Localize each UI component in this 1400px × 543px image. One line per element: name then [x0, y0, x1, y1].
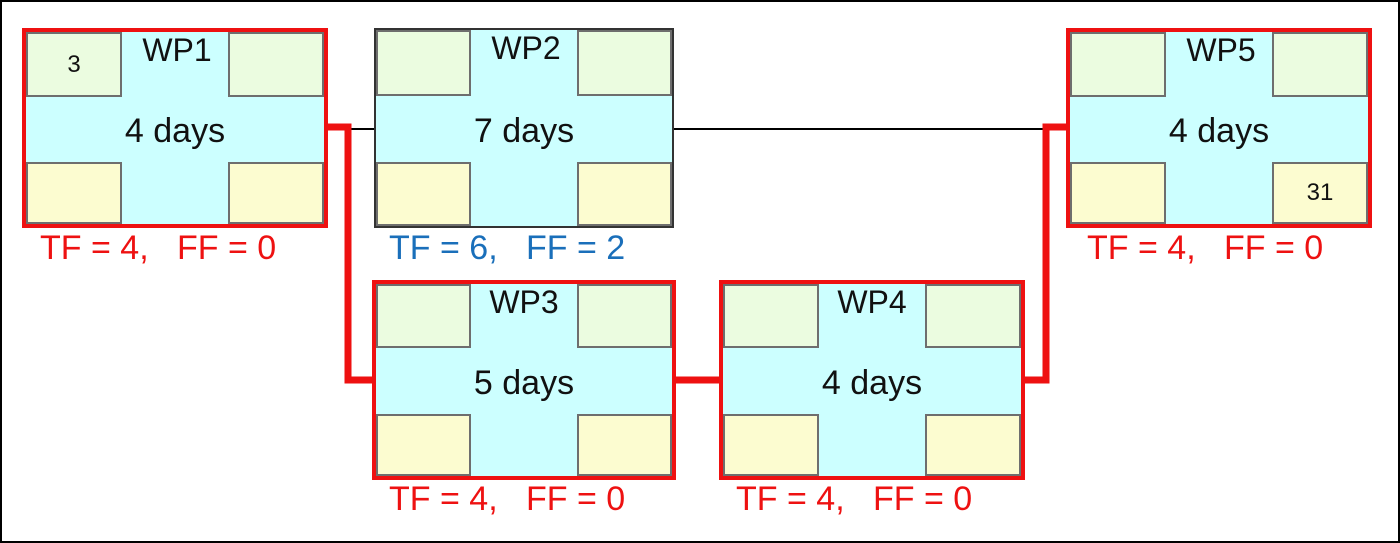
wp3-bottom-right-box — [577, 414, 672, 476]
node-wp1: 3 WP1 4 days — [22, 28, 328, 228]
wp5-title: WP5 — [1186, 32, 1256, 68]
wp1-title: WP1 — [142, 32, 212, 68]
node-wp3: WP3 5 days — [372, 280, 676, 480]
node-wp4: WP4 4 days — [719, 280, 1025, 480]
wp5-top-left-box — [1070, 32, 1166, 97]
wp5-bottom-right-box: 31 — [1272, 162, 1368, 224]
wp2-title: WP2 — [491, 30, 561, 66]
wp1-bottom-right-box — [228, 162, 324, 224]
wp1-top-left-value: 3 — [67, 50, 81, 78]
wp3-top-right-box — [577, 284, 672, 348]
wp3-duration: 5 days — [473, 364, 575, 402]
node-wp5: WP5 4 days 31 — [1066, 28, 1372, 228]
wp2-bottom-right-box — [577, 162, 672, 226]
wp2-duration: 7 days — [473, 112, 575, 150]
wp4-bottom-left-box — [723, 414, 819, 476]
wp3-top-left-box — [376, 284, 471, 348]
wp4-title: WP4 — [837, 284, 907, 320]
wp2-bottom-left-box — [376, 162, 471, 226]
wp1-bottom-left-box — [26, 162, 122, 224]
wp4-duration: 4 days — [821, 364, 923, 402]
wp2-top-right-box — [577, 30, 672, 96]
wp1-top-left-box: 3 — [26, 32, 122, 97]
wp1-top-right-box — [228, 32, 324, 97]
wp3-float: TF = 4, FF = 0 — [389, 480, 626, 518]
wp5-bottom-right-value: 31 — [1306, 179, 1334, 206]
wp1-duration: 4 days — [124, 112, 226, 150]
wp3-title: WP3 — [489, 284, 559, 320]
wp5-top-right-box — [1272, 32, 1368, 97]
wp4-top-left-box — [723, 284, 819, 348]
wp5-bottom-left-box — [1070, 162, 1166, 224]
edge-wp4-wp5 — [1022, 123, 1070, 384]
wp4-bottom-right-box — [925, 414, 1021, 476]
wp1-float: TF = 4, FF = 0 — [40, 229, 277, 267]
node-wp2: WP2 7 days — [374, 28, 674, 228]
wp4-float: TF = 4, FF = 0 — [736, 480, 973, 518]
wp5-float: TF = 4, FF = 0 — [1087, 229, 1324, 267]
wp5-duration: 4 days — [1168, 112, 1270, 150]
wp3-bottom-left-box — [376, 414, 471, 476]
wp2-top-left-box — [376, 30, 471, 96]
wp4-top-right-box — [925, 284, 1021, 348]
edge-wp1-wp3 — [324, 123, 375, 384]
wp2-float: TF = 6, FF = 2 — [389, 229, 626, 267]
